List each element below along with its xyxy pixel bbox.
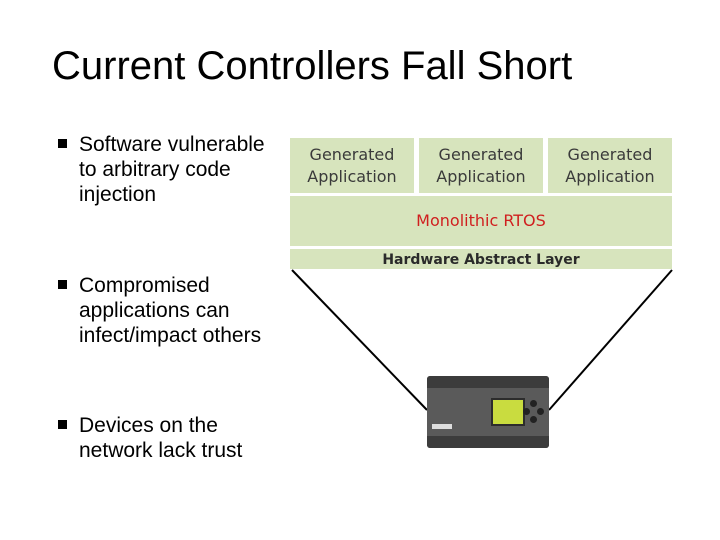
app-label-line2: Application — [565, 166, 655, 186]
generated-application-box: Generated Application — [548, 138, 672, 193]
square-bullet-icon — [58, 420, 67, 429]
monolithic-rtos-layer: Monolithic RTOS — [290, 196, 672, 246]
app-label-line2: Application — [307, 166, 397, 186]
app-label-line1: Generated — [438, 144, 524, 164]
bullet-item: Devices on the network lack trust — [58, 413, 283, 463]
app-label-line1: Generated — [567, 144, 653, 164]
bullet-text: Devices on the network lack trust — [79, 414, 243, 462]
plc-controller-icon — [427, 376, 549, 448]
device-button-icon — [523, 408, 530, 415]
generated-application-box: Generated Application — [290, 138, 414, 193]
bullet-item: Compromised applications can infect/impa… — [58, 273, 283, 348]
square-bullet-icon — [58, 280, 67, 289]
app-label-line2: Application — [436, 166, 526, 186]
generated-application-box: Generated Application — [419, 138, 543, 193]
app-label-line1: Generated — [309, 144, 395, 164]
hardware-abstract-layer: Hardware Abstract Layer — [290, 249, 672, 269]
bullet-item: Software vulnerable to arbitrary code in… — [58, 132, 283, 207]
bullet-text: Software vulnerable to arbitrary code in… — [79, 133, 265, 206]
bullet-text: Compromised applications can infect/impa… — [79, 274, 262, 347]
device-button-icon — [537, 408, 544, 415]
device-label-plate — [432, 424, 452, 429]
device-terminal-strip — [427, 436, 549, 448]
device-terminal-strip — [427, 376, 549, 388]
connector-line-right — [548, 269, 673, 411]
device-button-icon — [530, 416, 537, 423]
square-bullet-icon — [58, 139, 67, 148]
connector-line-left — [291, 269, 428, 411]
device-button-icon — [530, 400, 537, 407]
device-lcd-screen — [491, 398, 525, 426]
slide-title: Current Controllers Fall Short — [52, 44, 573, 88]
